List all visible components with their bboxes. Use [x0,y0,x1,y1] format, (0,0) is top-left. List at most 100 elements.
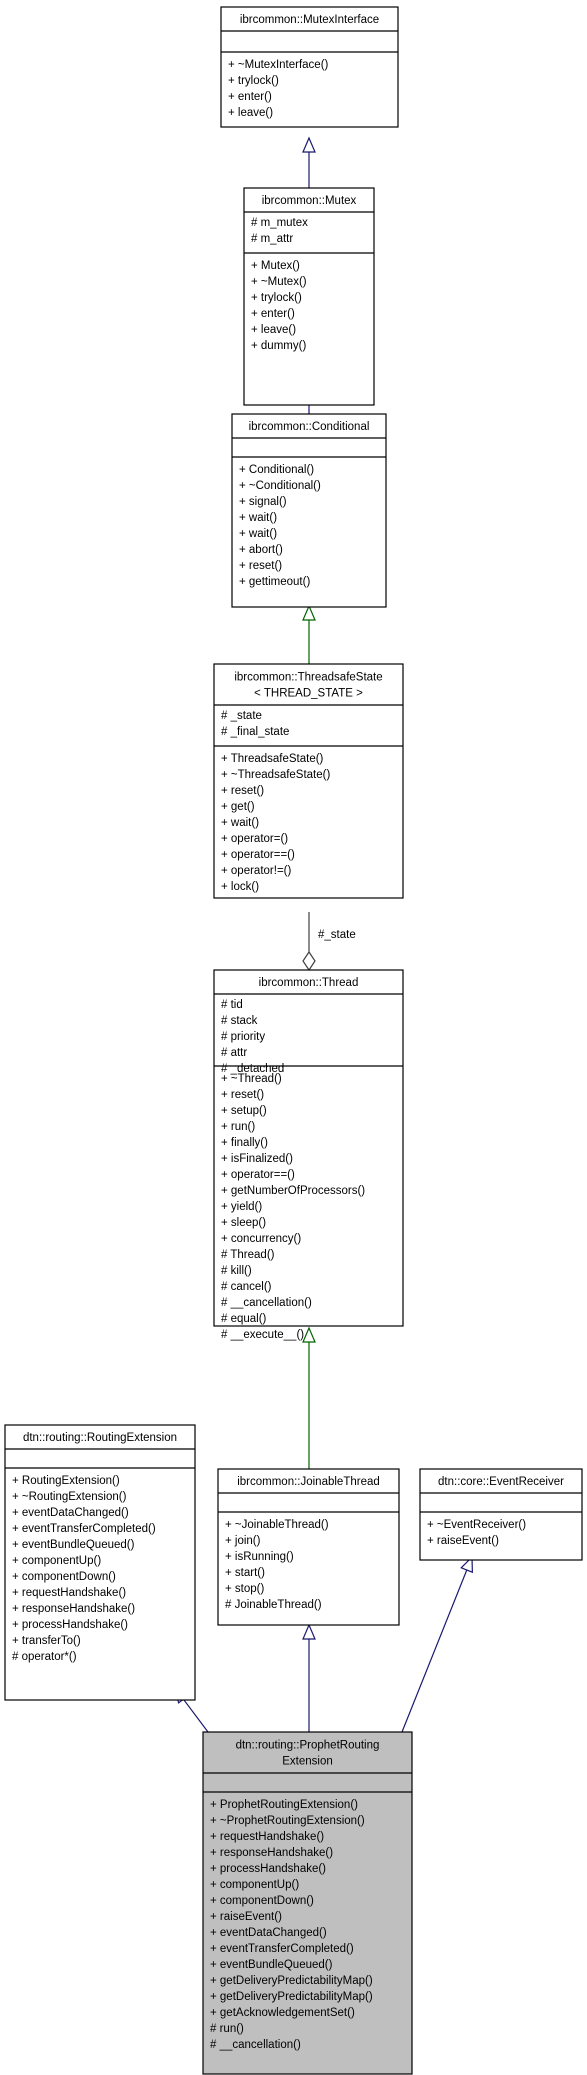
class-method: # JoinableThread() [225,1599,322,1611]
class-name: < THREAD_STATE > [254,688,363,700]
class-method: + eventDataChanged() [12,1507,129,1519]
inheritance-arrowhead [302,1326,316,1343]
class-method: # operator*() [12,1651,77,1663]
class-method: + join() [225,1535,261,1547]
class-method: + ~ProphetRoutingExtension() [210,1815,365,1827]
class-method: # Thread() [221,1249,275,1261]
inheritance-arrowhead [302,604,316,621]
class-method: # run() [210,2023,244,2035]
class-method: + getDeliveryPredictabilityMap() [210,1975,373,1987]
class-method: + ~Conditional() [239,480,321,492]
class-name: ibrcommon::Conditional [249,421,370,433]
class-name: ibrcommon::ThreadsafeState [234,672,382,684]
class-box-frame [419,1468,583,1561]
class-method: + finally() [221,1137,268,1149]
class-name: dtn::core::EventReceiver [438,1476,564,1488]
class-box-mutexinterface: ibrcommon::MutexInterface+ ~MutexInterfa… [220,6,399,128]
class-method: + Conditional() [239,464,314,476]
class-box-mutex: ibrcommon::Mutex# m_mutex# m_attr+ Mutex… [243,187,375,406]
class-method: + stop() [225,1583,264,1595]
relation-thread-to-threadsafestate: #_state [302,912,356,972]
class-method: # __execute__() [221,1329,304,1341]
class-method: + enter() [251,308,295,320]
class-box-frame [220,6,399,128]
class-name: ibrcommon::Thread [259,977,359,989]
class-method: + reset() [221,785,264,797]
class-method: + get() [221,801,255,813]
class-method: # __cancellation() [221,1297,312,1309]
class-method: + start() [225,1567,265,1579]
class-box-frame [213,663,404,899]
relation-line [401,1569,468,1733]
class-method: + ThreadsafeState() [221,753,324,765]
class-method: + eventBundleQueued() [210,1959,333,1971]
class-name: Extension [282,1756,333,1768]
class-method: + ~Thread() [221,1073,282,1085]
class-method: # __cancellation() [210,2039,301,2051]
class-method: + responseHandshake() [210,1847,333,1859]
class-method: + eventTransferCompleted() [210,1943,354,1955]
class-box-frame [231,413,387,608]
class-method: + eventTransferCompleted() [12,1523,156,1535]
class-method: + requestHandshake() [210,1831,324,1843]
class-method: + wait() [239,512,277,524]
class-method: + Mutex() [251,260,300,272]
class-method: + operator==() [221,849,295,861]
relation-prophet-to-joinablethread [302,1623,316,1732]
class-method: + isRunning() [225,1551,294,1563]
class-method: + trylock() [228,75,279,87]
class-method: + operator=() [221,833,288,845]
class-method: + isFinalized() [221,1153,293,1165]
class-method: + abort() [239,544,283,556]
class-method: + raiseEvent() [427,1535,499,1547]
aggregation-diamond [302,950,316,972]
class-method: + signal() [239,496,287,508]
class-attribute: # priority [221,1031,265,1043]
class-method: + wait() [221,817,259,829]
relation-threadsafestate-to-conditional [302,604,316,664]
class-method: + requestHandshake() [12,1587,126,1599]
class-method: + componentUp() [210,1879,299,1891]
class-method: + ~EventReceiver() [427,1519,526,1531]
class-attribute: # _detached [221,1063,284,1075]
class-box-thread: ibrcommon::Thread# tid# stack# priority#… [213,969,404,1341]
class-method: # equal() [221,1313,267,1325]
class-method: + ProphetRoutingExtension() [210,1799,358,1811]
class-method: + getNumberOfProcessors() [221,1185,365,1197]
class-method: + sleep() [221,1217,266,1229]
class-method: + dummy() [251,340,306,352]
relation-label: #_state [318,929,356,941]
class-method: + yield() [221,1201,262,1213]
class-method: + componentDown() [210,1895,314,1907]
inheritance-arrowhead [302,1623,316,1640]
class-method: + concurrency() [221,1233,301,1245]
class-attribute: # tid [221,999,243,1011]
class-name: dtn::routing::RoutingExtension [23,1432,177,1444]
class-attribute: # attr [221,1047,247,1059]
class-method: + ~Mutex() [251,276,307,288]
class-box-frame [243,187,375,406]
class-method: + wait() [239,528,277,540]
class-method: + gettimeout() [239,576,310,588]
relation-mutex-to-mutexinterface [302,136,316,188]
class-method: + eventDataChanged() [210,1927,327,1939]
class-method: # kill() [221,1265,252,1277]
class-box-routingextension: dtn::routing::RoutingExtension+ RoutingE… [4,1424,196,1701]
class-method: + ~RoutingExtension() [12,1491,127,1503]
class-method: + enter() [228,91,272,103]
class-method: + operator!=() [221,865,291,877]
classes-layer: ibrcommon::MutexInterface+ ~MutexInterfa… [4,6,583,2075]
class-box-frame [4,1424,196,1701]
inheritance-arrowhead [302,136,316,153]
class-attribute: # _state [221,710,262,722]
class-method: + run() [221,1121,255,1133]
class-name: ibrcommon::MutexInterface [240,14,379,26]
class-method: + transferTo() [12,1635,81,1647]
class-method: + ~ThreadsafeState() [221,769,330,781]
class-name: ibrcommon::JoinableThread [237,1476,380,1488]
class-method: + processHandshake() [210,1863,326,1875]
relation-line [182,1698,209,1733]
class-method: + RoutingExtension() [12,1475,120,1487]
class-method: + componentDown() [12,1571,116,1583]
class-name: dtn::routing::ProphetRouting [236,1740,380,1752]
